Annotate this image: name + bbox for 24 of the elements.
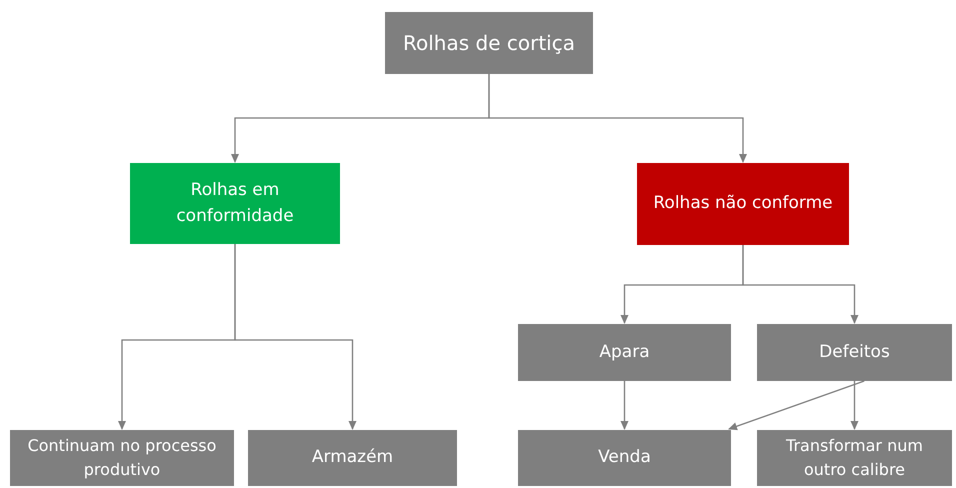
arrow	[728, 380, 864, 430]
box-label: Continuam no processo produtivo	[26, 435, 218, 481]
box-label: Rolhas não conforme	[653, 192, 833, 216]
arrow	[234, 244, 356, 430]
box-label: Apara	[599, 340, 650, 364]
box-label: Rolhas em conformidade	[175, 179, 295, 228]
process-box	[757, 324, 952, 381]
arrow	[620, 381, 628, 430]
process-box	[518, 430, 731, 486]
box-label: Venda	[598, 446, 651, 470]
process-box	[385, 12, 593, 74]
box-label: Armazém	[312, 446, 394, 470]
process-box	[130, 163, 340, 244]
box-label: Transformar num outro calibre	[785, 435, 924, 481]
arrow	[488, 74, 747, 163]
box-label: Rolhas de cortiça	[403, 30, 575, 57]
arrow	[850, 381, 858, 430]
process-box	[637, 163, 849, 245]
arrow	[742, 245, 858, 324]
process-box	[248, 430, 457, 486]
process-box	[757, 430, 952, 486]
process-box	[518, 324, 731, 381]
box-label: Defeitos	[819, 340, 890, 364]
process-box	[10, 430, 234, 486]
